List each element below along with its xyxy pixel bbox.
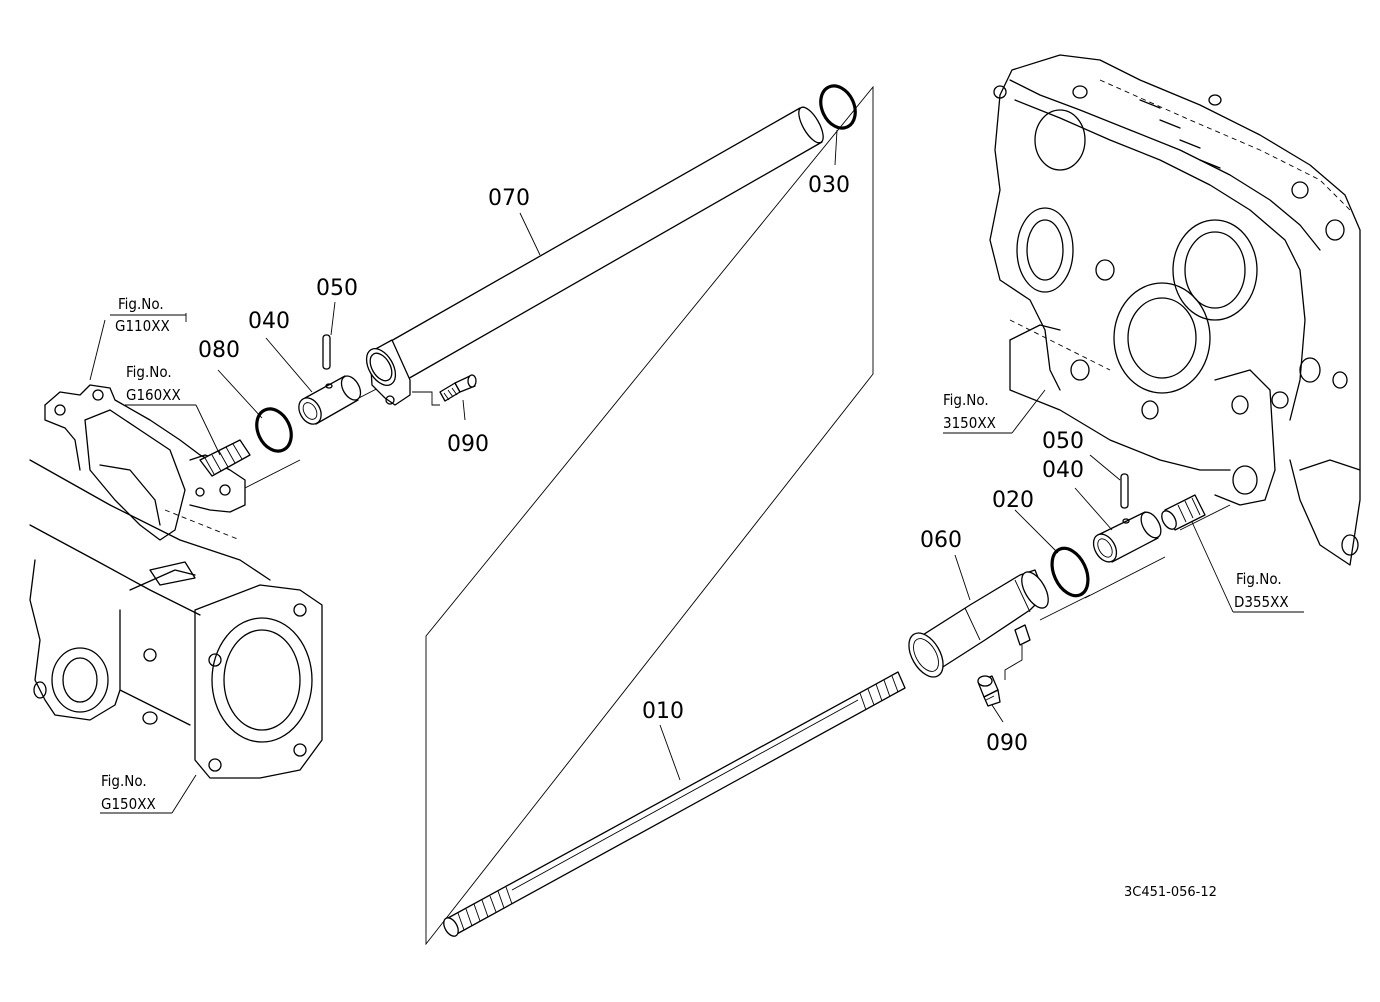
label-020: 020	[992, 488, 1034, 513]
part-040-bushing-right	[1092, 511, 1162, 563]
part-010-shaft	[443, 671, 906, 937]
front-axle-housing	[29, 459, 323, 779]
fig-ref-3150-line2: 3150XX	[943, 414, 996, 432]
part-070-tube	[365, 106, 824, 406]
fig-ref-g150-line1: Fig.No.	[101, 772, 147, 790]
gear-case-housing	[989, 54, 1361, 566]
right-spline-stub	[1161, 494, 1206, 531]
fig-ref-g160-line1: Fig.No.	[126, 363, 172, 381]
leader-lines	[89, 129, 1304, 814]
part-050-pin-left	[322, 334, 331, 370]
part-050-pin-right	[1120, 473, 1129, 509]
part-030-o-ring	[819, 84, 857, 130]
fig-ref-g160-line2: G160XX	[126, 386, 181, 404]
part-060-sleeve	[908, 569, 1049, 680]
fig-ref-g110-line2: G110XX	[115, 317, 170, 335]
label-040-right: 040	[1042, 458, 1084, 483]
label-070: 070	[488, 186, 530, 211]
fig-ref-3150-line1: Fig.No.	[943, 391, 989, 409]
label-080: 080	[198, 338, 240, 363]
part-040-bushing-left	[298, 375, 362, 425]
assembly-frame	[425, 85, 874, 946]
fig-ref-g110-line1: Fig.No.	[118, 295, 164, 313]
part-020-o-ring	[1050, 546, 1090, 598]
label-050-right: 050	[1042, 429, 1084, 454]
fig-ref-d355-line2: D355XX	[1234, 593, 1289, 611]
part-090-plug-left	[412, 374, 477, 406]
label-090-left: 090	[447, 432, 489, 457]
drawing-code: 3C451-056-12	[1124, 885, 1217, 900]
fig-ref-g150-line2: G150XX	[101, 795, 156, 813]
part-080-o-ring	[255, 407, 293, 453]
label-030: 030	[808, 173, 850, 198]
label-060: 060	[920, 528, 962, 553]
left-spline-stub	[199, 439, 251, 477]
label-010: 010	[642, 699, 684, 724]
part-090-plug-right	[977, 675, 1001, 707]
label-090-right: 090	[986, 731, 1028, 756]
label-050-left: 050	[316, 276, 358, 301]
label-040-left: 040	[248, 309, 290, 334]
fig-ref-d355-line1: Fig.No.	[1236, 570, 1282, 588]
